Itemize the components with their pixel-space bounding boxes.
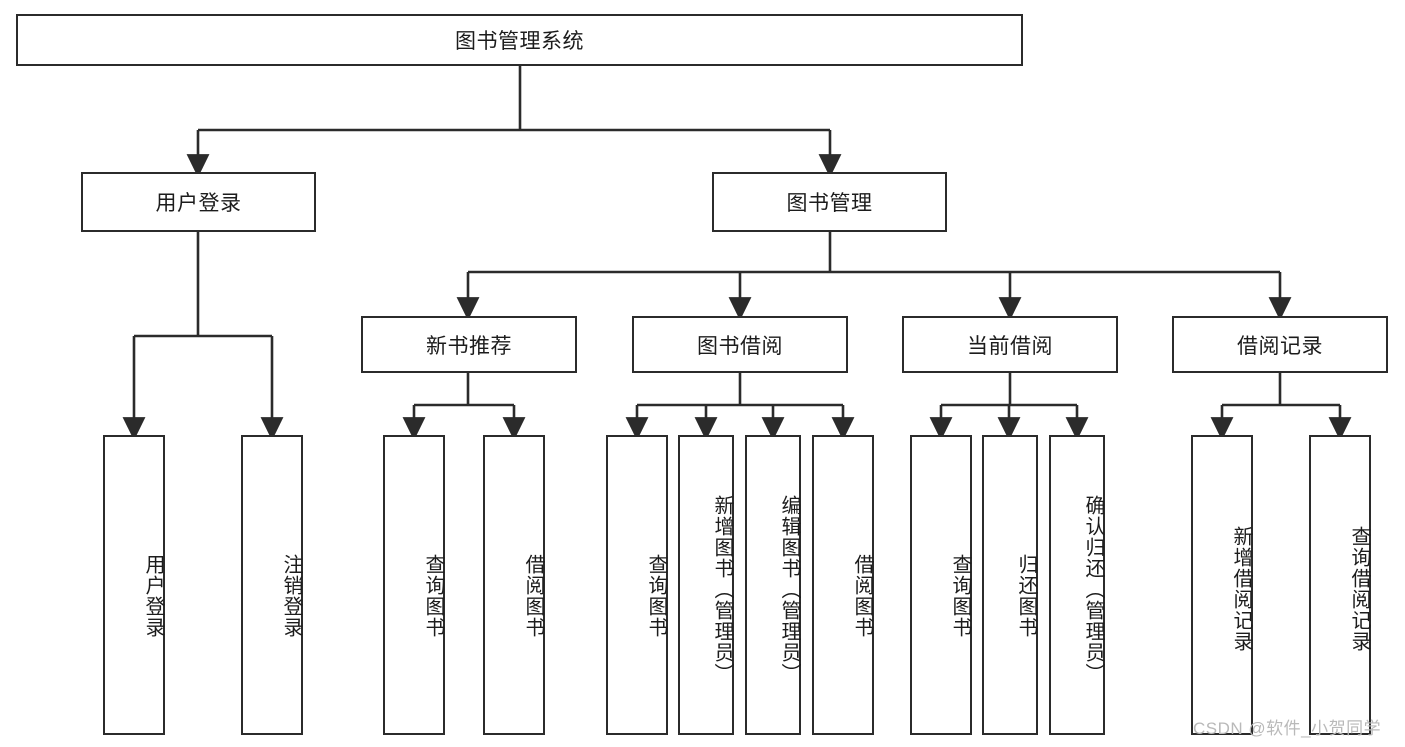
node-leaf-edit-book-admin[interactable]: 编辑图书（管理员）: [745, 435, 801, 735]
node-label: 用户登录: [142, 554, 164, 638]
node-leaf-return-book[interactable]: 归还图书: [982, 435, 1038, 735]
node-label: 注销登录: [280, 554, 302, 638]
node-label: 借阅图书: [851, 554, 873, 638]
node-leaf-query-book-rec[interactable]: 查询图书: [383, 435, 445, 735]
node-label: 用户登录: [155, 192, 242, 215]
node-leaf-add-borrow-record[interactable]: 新增借阅记录: [1191, 435, 1253, 735]
node-current-borrowing[interactable]: 当前借阅: [902, 316, 1118, 373]
node-label: 确认归还（管理员）: [1082, 494, 1104, 684]
node-user-login[interactable]: 用户登录: [81, 172, 316, 232]
node-borrowing-record[interactable]: 借阅记录: [1172, 316, 1388, 373]
node-label: 查询借阅记录: [1348, 526, 1370, 652]
node-label: 图书管理系统: [455, 30, 584, 53]
node-leaf-borrow-book-borrow[interactable]: 借阅图书: [812, 435, 874, 735]
node-leaf-query-borrow-record[interactable]: 查询借阅记录: [1309, 435, 1371, 735]
csdn-watermark: CSDN @软件_小贺同学: [1193, 719, 1382, 738]
node-leaf-query-book-borrow[interactable]: 查询图书: [606, 435, 668, 735]
node-label: 借阅记录: [1237, 334, 1323, 358]
node-leaf-borrow-book-rec[interactable]: 借阅图书: [483, 435, 545, 735]
node-book-management[interactable]: 图书管理: [712, 172, 947, 232]
node-label: 图书借阅: [697, 334, 783, 358]
node-label: 新增借阅记录: [1230, 526, 1252, 652]
node-leaf-logout-login[interactable]: 注销登录: [241, 435, 303, 735]
node-label: 归还图书: [1015, 554, 1037, 638]
node-leaf-add-book-admin[interactable]: 新增图书（管理员）: [678, 435, 734, 735]
node-leaf-user-login[interactable]: 用户登录: [103, 435, 165, 735]
node-leaf-confirm-return-admin[interactable]: 确认归还（管理员）: [1049, 435, 1105, 735]
node-label: 当前借阅: [967, 334, 1053, 358]
node-label: 查询图书: [422, 554, 444, 638]
node-root-book-management-system[interactable]: 图书管理系统: [16, 14, 1023, 66]
node-label: 查询图书: [645, 554, 667, 638]
node-label: 新增图书（管理员）: [711, 494, 733, 684]
node-label: 新书推荐: [426, 334, 512, 358]
node-label: 编辑图书（管理员）: [778, 494, 800, 684]
node-label: 借阅图书: [522, 554, 544, 638]
node-new-book-recommendation[interactable]: 新书推荐: [361, 316, 577, 373]
node-leaf-query-book-current[interactable]: 查询图书: [910, 435, 972, 735]
node-label: 图书管理: [786, 192, 873, 215]
node-label: 查询图书: [949, 554, 971, 638]
node-book-borrowing[interactable]: 图书借阅: [632, 316, 848, 373]
